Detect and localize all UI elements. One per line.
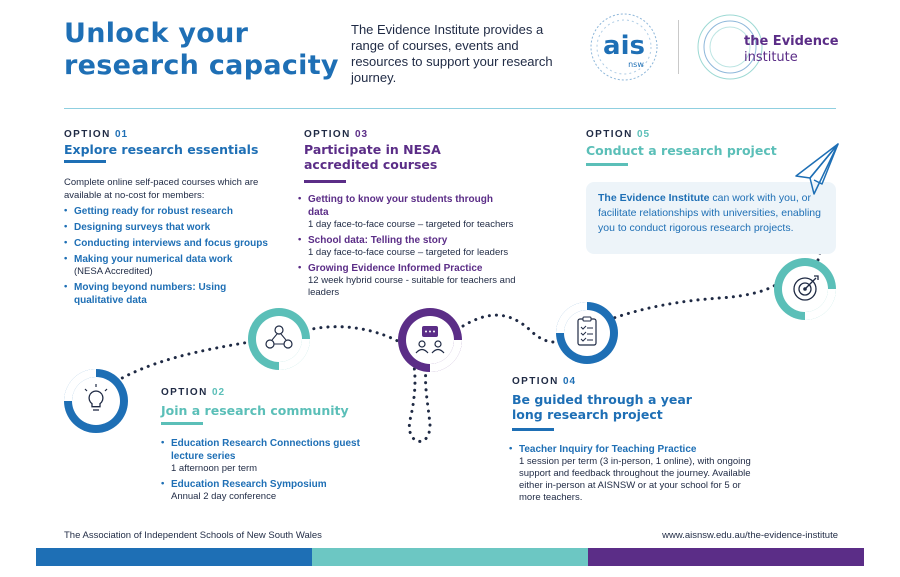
evidence-institute-logo: the Evidence institute [697,14,839,80]
option-02-body: Education Research Connections guest lec… [161,434,361,503]
target-icon [774,258,836,320]
option-01-label: OPTION 01 [64,129,129,140]
tei-logo-line2: institute [744,50,798,65]
option-04-label: OPTION 04 [512,376,577,387]
footer-bar-blue [36,548,312,566]
option-03-title: Participate in NESA accredited courses [304,142,441,172]
ais-logo-text: ais [603,31,645,61]
option-01-body: Complete online self-paced courses which… [64,177,284,307]
presentation-icon [398,308,462,372]
option-01-title: Explore research essentials [64,142,259,157]
list-item: Making your numerical data work(NESA Acc… [64,253,284,278]
list-item: Getting to know your students through da… [298,193,548,231]
paper-plane-icon [795,143,839,195]
list-item: Designing surveys that work [64,221,284,234]
lightbulb-icon [64,369,128,433]
option-02-underline [161,422,203,425]
option-01-underline [64,160,106,163]
list-item: Conducting interviews and focus groups [64,237,284,250]
option-02-label: OPTION 02 [161,387,226,398]
footer-bar-purple [588,548,864,566]
intro-text: The Evidence Institute provides a range … [351,22,553,85]
option-05-underline [586,163,628,166]
people-network-icon [248,308,310,370]
checklist-icon [556,302,618,364]
option-05-box: The Evidence Institute can work with you… [586,182,836,254]
footer-organisation: The Association of Independent Schools o… [64,530,322,541]
option-05-box-text: can work with you, or facilitate relatio… [598,192,821,234]
option-05-title: Conduct a research project [586,143,777,158]
list-item: Education Research Connections guest lec… [161,437,361,475]
option-03-body: Getting to know your students through da… [298,190,548,299]
option-03-label: OPTION 03 [304,129,369,140]
page-title: Unlock your research capacity [64,18,339,81]
header-divider [64,108,836,109]
list-item: Getting ready for robust research [64,205,284,218]
option-05-box-bold: The Evidence Institute [598,192,710,204]
tei-logo-line1: the Evidence [744,34,839,49]
option-04-title: Be guided through a year long research p… [512,392,692,422]
option-03-underline [304,180,346,183]
footer-bar-teal [312,548,588,566]
footer-url[interactable]: www.aisnsw.edu.au/the-evidence-institute [662,530,838,541]
list-item: Moving beyond numbers: Using qualitative… [64,281,284,307]
option-02-title: Join a research community [161,403,349,418]
option-05-label: OPTION 05 [586,129,651,140]
ais-logo: ais nsw [590,13,658,81]
option-04-underline [512,428,554,431]
ais-logo-sub: nsw [628,60,644,69]
logo-divider [678,20,679,74]
option-01-intro: Complete online self-paced courses which… [64,177,259,201]
